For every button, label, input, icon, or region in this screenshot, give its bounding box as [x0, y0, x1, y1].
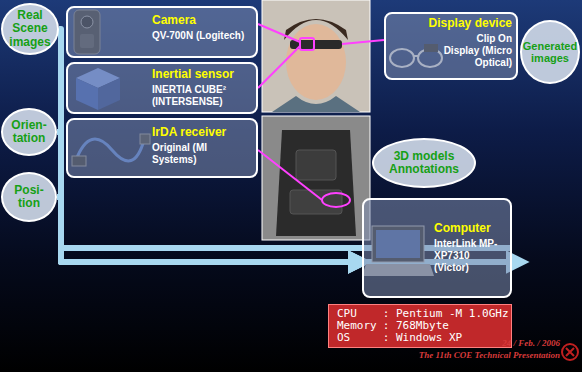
panel-body: InterLink MP-XP7310 (Victor)	[434, 238, 506, 274]
label-oval: Posi- tion	[1, 172, 57, 222]
leader-lines	[258, 24, 384, 200]
device-panel: Display deviceClip On Display (Micro Opt…	[384, 12, 518, 80]
spec-cell: Memory	[337, 320, 377, 332]
spec-cell: : Windows XP	[383, 332, 509, 344]
label-oval: Orien- tation	[1, 108, 57, 156]
footer-note: 24 / Feb. / 2006	[502, 338, 560, 348]
vest-photo	[262, 116, 370, 240]
spec-box: CPU : Pentium -M 1.0GHzMemory : 768MbyteOS…	[328, 304, 512, 348]
panel-body: QV-700N (Logitech)	[152, 30, 252, 42]
panel-body: Original (MI Systems)	[152, 142, 252, 166]
panel-heading: Inertial sensor	[152, 68, 252, 82]
oval-label: Real Scene images	[5, 9, 55, 49]
device-panel: CameraQV-700N (Logitech)	[66, 6, 258, 58]
panel-heading: IrDA receiver	[152, 126, 252, 140]
spec-cell: CPU	[337, 308, 377, 320]
logo	[562, 344, 578, 360]
oval-label: Orien- tation	[5, 119, 53, 145]
oval-label: 3D models Annotations	[376, 150, 472, 176]
panel-heading: Computer	[434, 222, 506, 236]
label-oval: Real Scene images	[1, 3, 59, 55]
device-panel: IrDA receiverOriginal (MI Systems)	[66, 118, 258, 178]
oval-label: Generated images	[523, 40, 577, 64]
spec-cell: : Pentium -M 1.0GHz	[383, 308, 509, 320]
panel-heading: Display device	[390, 17, 512, 31]
person-photo	[262, 0, 370, 112]
label-oval: 3D models Annotations	[372, 138, 476, 188]
panel-body: Clip On Display (Micro Optical)	[442, 33, 512, 69]
spec-cell: : 768Mbyte	[383, 320, 509, 332]
footer-note: The 11th COE Technical Presentation	[419, 350, 560, 360]
panel-heading: Camera	[152, 14, 252, 28]
device-panel: Inertial sensorINERTIA CUBE² (INTERSENSE…	[66, 62, 258, 114]
label-oval: Generated images	[520, 20, 580, 84]
device-panel: ComputerInterLink MP-XP7310 (Victor)	[362, 198, 512, 298]
spec-cell: OS	[337, 332, 377, 344]
oval-label: Posi- tion	[5, 184, 53, 210]
panel-body: INERTIA CUBE² (INTERSENSE)	[152, 84, 252, 108]
